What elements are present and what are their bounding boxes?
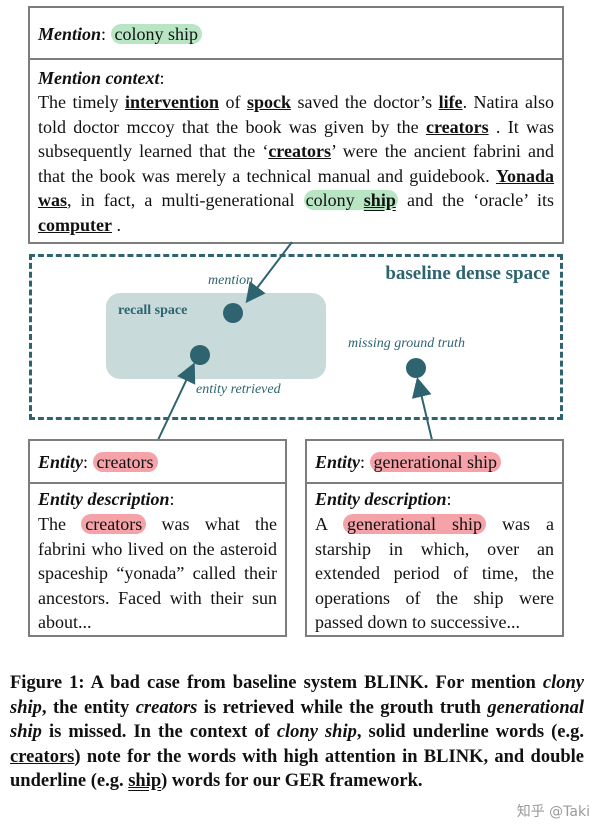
context-label-row: Mention context: bbox=[38, 68, 165, 88]
entity-box-creators: Entity: creators Entity description: The… bbox=[28, 439, 287, 637]
entity-desc-label-row: Entity description: bbox=[315, 489, 452, 509]
entity-description: A generational ship was a starship in wh… bbox=[315, 514, 554, 632]
word-yonada: Yonada bbox=[495, 165, 554, 186]
mention-point-label: mention bbox=[208, 273, 254, 288]
entity-description: The creators was what the fabrini who li… bbox=[38, 514, 277, 632]
context-label: Mention context bbox=[38, 68, 160, 88]
description-highlight: generational ship bbox=[343, 514, 486, 534]
mention-box: Mention: colony ship Mention context: Th… bbox=[28, 6, 564, 244]
recall-space-label: recall space bbox=[118, 303, 188, 318]
entity-divider bbox=[30, 482, 285, 484]
context-mention-highlight: colony ship bbox=[303, 190, 398, 211]
mention-value: colony ship bbox=[110, 24, 203, 44]
entity-row: Entity: generational ship bbox=[315, 450, 501, 474]
entity-retrieved-dot bbox=[190, 345, 210, 365]
word-computer: computer bbox=[38, 214, 112, 235]
word-ship: ship bbox=[363, 190, 396, 211]
entity-row: Entity: creators bbox=[38, 450, 158, 474]
watermark: 知乎 @Taki bbox=[516, 804, 590, 820]
recall-space: recall space bbox=[106, 293, 326, 379]
entity-box-generational-ship: Entity: generational ship Entity descrip… bbox=[305, 439, 564, 637]
word-life: life bbox=[438, 92, 463, 112]
entity-value: creators bbox=[92, 452, 158, 472]
mention-label: Mention bbox=[38, 24, 102, 44]
figure-caption: Figure 1: A bad case from baseline syste… bbox=[10, 673, 584, 791]
mention-dot bbox=[223, 303, 243, 323]
baseline-dense-space: baseline dense space recall space mentio… bbox=[29, 254, 563, 420]
word-intervention: intervention bbox=[124, 92, 219, 112]
dense-space-title: baseline dense space bbox=[385, 263, 550, 284]
word-spock: spock bbox=[246, 92, 291, 112]
mention-divider bbox=[30, 58, 562, 60]
missing-ground-truth-dot bbox=[406, 358, 426, 378]
mention-row: Mention: colony ship bbox=[38, 22, 203, 46]
caption-solid-underline-example: creators bbox=[10, 746, 75, 767]
missing-ground-truth-label: missing ground truth bbox=[348, 336, 465, 351]
entity-divider bbox=[307, 482, 562, 484]
word-creators-1: creators bbox=[425, 116, 489, 137]
word-was: was bbox=[38, 190, 68, 211]
context-text: The timely intervention of spock saved t… bbox=[38, 92, 555, 235]
description-highlight: creators bbox=[81, 514, 147, 534]
entity-desc-label-row: Entity description: bbox=[38, 489, 175, 509]
word-creators-2: creators bbox=[268, 141, 331, 162]
entity-value: generational ship bbox=[369, 452, 501, 472]
caption-double-underline-example: ship bbox=[128, 771, 162, 791]
entity-retrieved-label: entity retrieved bbox=[196, 382, 281, 397]
